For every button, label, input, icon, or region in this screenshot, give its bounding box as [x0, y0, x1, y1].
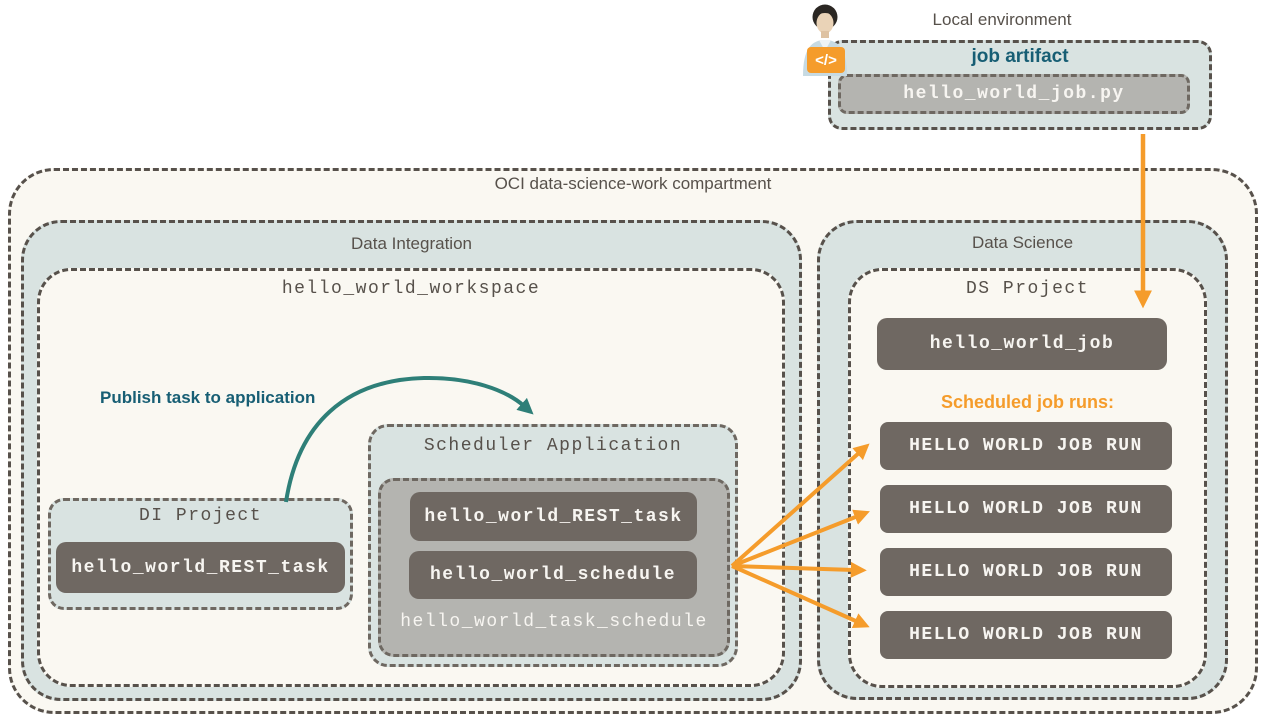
scheduler-schedule-box: hello_world_schedule	[409, 551, 697, 599]
data-integration-title: Data Integration	[351, 234, 472, 253]
publish-task-annotation: Publish task to application	[100, 388, 316, 407]
job-run-box: HELLO WORLD JOB RUN	[880, 485, 1172, 533]
scheduler-application-title: Scheduler Application	[423, 436, 683, 456]
hello-world-job-box: hello_world_job	[877, 318, 1167, 370]
scheduled-job-runs-heading: Scheduled job runs:	[940, 392, 1114, 412]
workspace-title: hello_world_workspace	[281, 279, 541, 299]
job-run-box: HELLO WORLD JOB RUN	[880, 548, 1172, 596]
job-run-box: HELLO WORLD JOB RUN	[880, 422, 1172, 470]
job-artifact-file-name: hello_world_job.py	[903, 84, 1125, 104]
job-run-box: HELLO WORLD JOB RUN	[880, 611, 1172, 659]
di-project-title: DI Project	[138, 506, 263, 526]
data-science-title: Data Science	[971, 233, 1074, 252]
job-artifact-file-box: hello_world_job.py	[838, 74, 1190, 114]
oci-compartment-title: OCI data-science-work compartment	[494, 174, 772, 193]
local-environment-label: Local environment	[932, 10, 1072, 29]
svg-text:</>: </>	[815, 52, 837, 69]
di-rest-task-box: hello_world_REST_task	[56, 542, 345, 593]
developer-avatar-icon: </>	[803, 4, 847, 76]
code-badge-icon: </>	[807, 47, 845, 73]
task-schedule-label: hello_world_task_schedule	[400, 612, 708, 632]
job-artifact-title: job artifact	[971, 46, 1069, 67]
scheduler-rest-task-box: hello_world_REST_task	[410, 492, 697, 541]
ds-project-title: DS Project	[965, 279, 1090, 299]
